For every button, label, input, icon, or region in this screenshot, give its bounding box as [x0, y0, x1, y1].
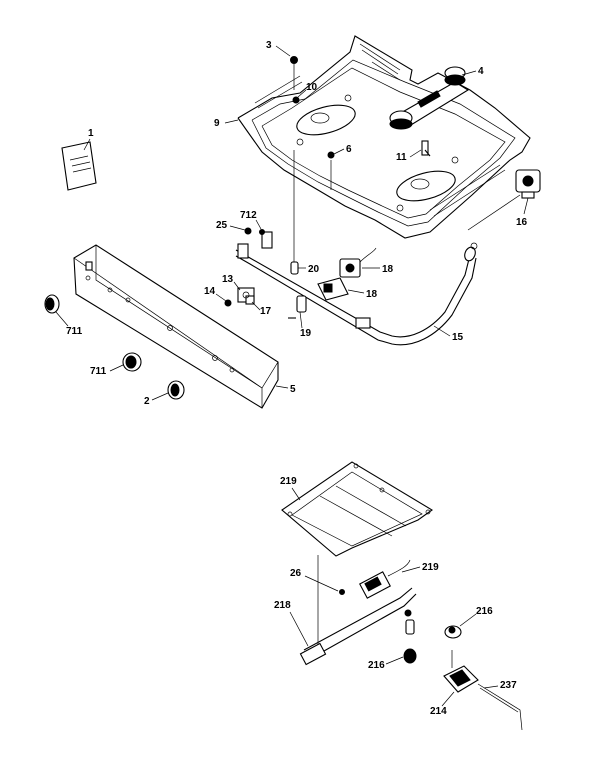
callout-711: 711 — [90, 366, 107, 377]
callout-15: 17 — [260, 306, 272, 317]
thermostat-214 — [443, 650, 523, 731]
knob-25 — [44, 294, 60, 314]
callout-26: 26 — [290, 568, 302, 579]
manifold-pipe — [235, 231, 478, 346]
regulator-17-18 — [317, 247, 377, 301]
callout-2: 2 — [144, 396, 150, 407]
parts-216 — [339, 589, 462, 664]
callout-13: 14 — [204, 286, 216, 297]
valve-12-15 — [237, 287, 255, 305]
hood-19 — [288, 295, 307, 319]
callout-11: 11 — [396, 152, 407, 163]
callout-6: 6 — [346, 144, 352, 155]
callout-4: 4 — [478, 66, 484, 77]
callout-219: 219 — [280, 476, 297, 487]
valve-16 — [515, 169, 541, 199]
burner-box-frame — [237, 35, 531, 239]
knob-711 — [122, 352, 142, 372]
callout-712: 712 — [240, 210, 257, 221]
orifice-20 — [290, 261, 299, 275]
callout-1: 1 — [88, 128, 94, 139]
callout-labels: 1 3 4 10 9 6 11 16 25 712 20 18 — [55, 40, 529, 717]
callout-17: 18 — [382, 264, 394, 275]
clip-11 — [421, 140, 431, 157]
callout-20: 20 — [308, 264, 320, 275]
manual-1 — [61, 141, 97, 191]
callout-18: 18 — [366, 289, 378, 300]
callout-237: 237 — [500, 680, 517, 691]
callout-3: 3 — [266, 40, 272, 51]
broil-burner-shield-219 — [281, 461, 434, 557]
callout-218: 219 — [422, 562, 439, 573]
callout-19: 19 — [300, 328, 312, 339]
leader-dashes — [293, 64, 521, 262]
knob-2 — [167, 380, 185, 400]
electrode-218 — [359, 559, 415, 635]
callout-14: 15 — [452, 332, 464, 343]
broil-tube-217 — [299, 555, 417, 666]
burner-ignitor-bracket — [389, 66, 470, 130]
callout-216-a: 216 — [476, 606, 493, 617]
callout-21: 25 — [216, 220, 228, 231]
callout-216-b: 216 — [368, 660, 385, 671]
control-panel-5 — [73, 244, 279, 409]
callout-12: 13 — [222, 274, 234, 285]
small-fasteners-top — [290, 56, 335, 159]
callout-10: 10 — [306, 82, 318, 93]
callout-25: 711 — [66, 326, 83, 337]
callout-9: 9 — [214, 118, 220, 129]
callout-217: 218 — [274, 600, 291, 611]
small-fasteners-mid — [224, 227, 265, 307]
callout-214: 214 — [430, 706, 447, 717]
callout-5: 5 — [290, 384, 296, 395]
callout-16: 16 — [516, 217, 528, 228]
